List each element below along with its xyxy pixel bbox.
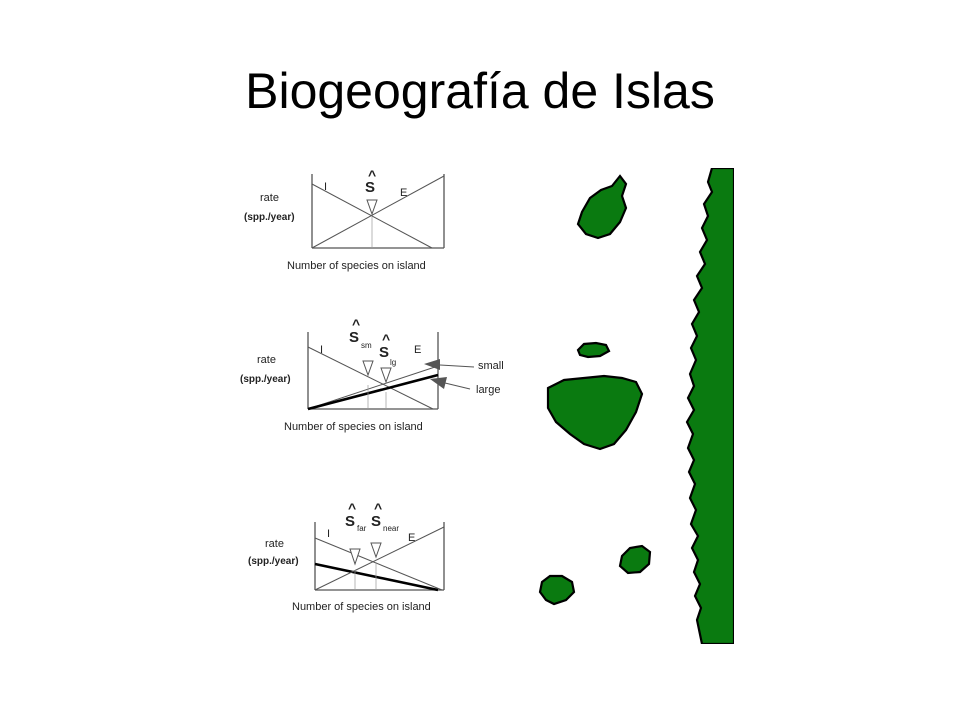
immigration-curve-far	[314, 562, 439, 592]
s-small-arrow-icon	[362, 360, 374, 377]
extinction-label: E	[408, 532, 415, 544]
y-axis-units: (spp./year)	[248, 556, 299, 567]
s-large-arrow-icon	[380, 367, 392, 384]
island-small-mid	[576, 341, 611, 359]
mainland-coast	[685, 168, 734, 644]
y-axis-label: rate	[265, 538, 284, 550]
equilibrium-diagram-size: I E ^ S sm ^ S lg rate (spp./year) Numbe…	[240, 316, 504, 433]
large-label: large	[476, 384, 500, 396]
immigration-curve	[311, 183, 433, 249]
immigration-label: I	[320, 344, 323, 356]
s-large-label: S	[379, 344, 389, 361]
s-far-subscript: far	[357, 524, 367, 533]
extinction-curve	[314, 526, 445, 591]
s-large-caret: ^	[382, 331, 390, 347]
large-callout-line	[444, 382, 471, 390]
island-southwest	[538, 574, 576, 606]
y-axis-units: (spp./year)	[244, 212, 295, 223]
s-large-subscript: lg	[390, 358, 396, 367]
small-callout-line	[439, 364, 475, 368]
equilibrium-arrow-icon	[366, 199, 378, 216]
s-far-label: S	[345, 513, 355, 530]
s-hat-label: S	[365, 179, 375, 196]
s-small-subscript: sm	[361, 341, 372, 350]
extinction-curve-small	[307, 365, 439, 410]
extinction-curve-large	[307, 373, 439, 411]
island-north	[576, 174, 628, 240]
island-large	[546, 374, 644, 451]
s-near-subscript: near	[383, 524, 399, 533]
s-hat-caret: ^	[368, 168, 376, 183]
immigration-label: I	[324, 181, 327, 193]
y-axis-label: rate	[257, 354, 276, 366]
s-far-arrow-icon	[349, 548, 361, 566]
s-near-label: S	[371, 513, 381, 530]
x-axis-label: Number of species on island	[292, 601, 431, 613]
small-label: small	[478, 360, 504, 372]
y-axis-label: rate	[260, 192, 279, 204]
island-biogeography-figure: I E ^ S rate (spp./year) Number of speci…	[240, 168, 734, 644]
equilibrium-diagram-basic: I E ^ S rate (spp./year) Number of speci…	[244, 168, 445, 272]
immigration-label: I	[327, 528, 330, 540]
s-far-caret: ^	[348, 500, 356, 516]
slide-title: Biogeografía de Islas	[245, 63, 715, 119]
s-near-caret: ^	[374, 500, 382, 516]
y-axis-units: (spp./year)	[240, 374, 291, 385]
extinction-label: E	[414, 344, 421, 356]
extinction-curve	[311, 175, 445, 249]
large-callout-arrow-icon	[430, 377, 447, 389]
small-callout-arrow-icon	[424, 359, 440, 370]
island-map	[538, 168, 734, 644]
s-near-arrow-icon	[370, 542, 382, 559]
extinction-label: E	[400, 187, 407, 199]
x-axis-label: Number of species on island	[284, 421, 423, 433]
s-small-label: S	[349, 329, 359, 346]
equilibrium-diagram-distance: I E ^ S far ^ S near rate (spp./year) Nu…	[248, 500, 445, 613]
s-small-caret: ^	[352, 316, 360, 332]
immigration-curve	[307, 346, 434, 410]
island-east-small	[618, 544, 652, 575]
x-axis-label: Number of species on island	[287, 260, 426, 272]
immigration-curve-near	[314, 537, 443, 591]
